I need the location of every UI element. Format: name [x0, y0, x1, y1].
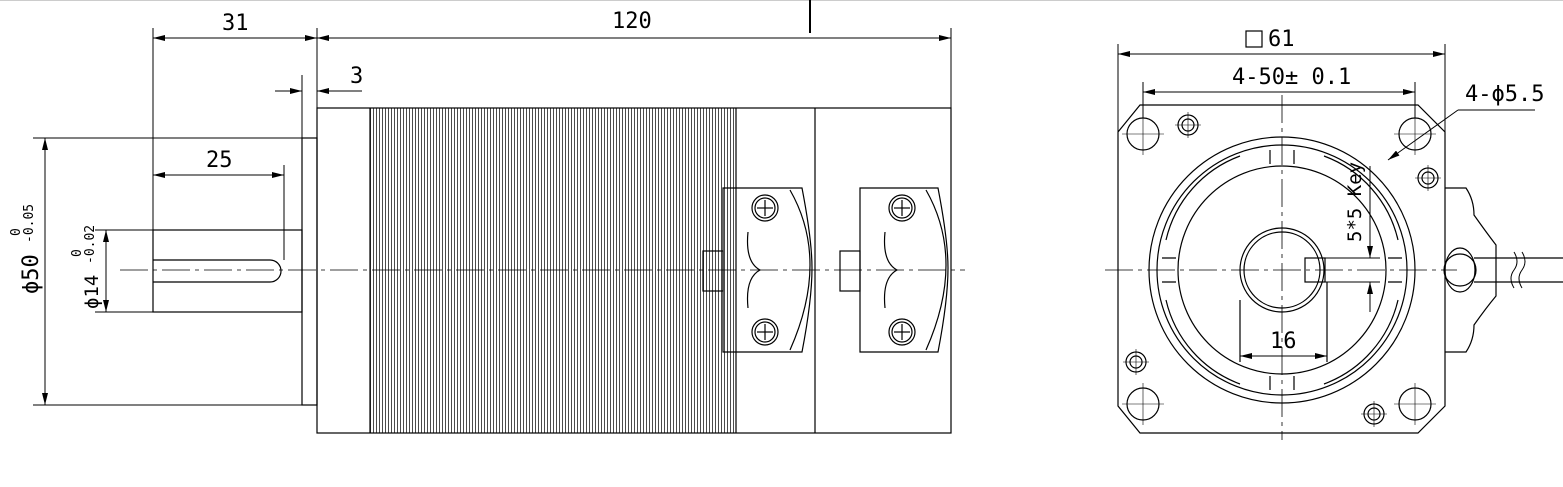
dim-25-label: 25: [206, 148, 233, 173]
dim-key-label: 5*5 Key: [1344, 162, 1366, 242]
screw-icon: [1123, 349, 1149, 375]
key: [1304, 257, 1326, 283]
cable-gland: [1445, 187, 1497, 353]
dim-bolt-spacing-label: 4-50± 0.1: [1232, 65, 1351, 90]
shaft-keyway: [153, 259, 282, 283]
dim-31-label: 31: [222, 11, 249, 36]
dim-phi14-label: ϕ14: [81, 275, 103, 309]
terminal-block-2: [839, 187, 949, 353]
screw-icon: [888, 318, 916, 346]
screw-icon: [751, 194, 779, 222]
front-view-dimensions: [1117, 44, 1535, 359]
side-view: [120, 107, 965, 434]
dim-phi14-tol-lower: -0.02: [83, 225, 98, 264]
screw-icon: [888, 194, 916, 222]
mount-hole-icon: [1394, 383, 1436, 425]
front-view-labels: 61 4-50± 0.1 4-ϕ5.5 5*5 Key 16: [1232, 27, 1544, 354]
screw-icon: [1361, 401, 1387, 427]
shaft: [152, 229, 303, 313]
shaft-face: [1239, 227, 1325, 313]
dim-phi50-tol-upper: 0: [9, 228, 24, 236]
mount-hole-icon: [1122, 383, 1164, 425]
screw-icon: [1415, 165, 1441, 191]
side-view-labels: 31 120 3 25 ϕ50 0 -0.05 ϕ14 0 -0.02: [9, 9, 652, 309]
front-view: [1105, 95, 1563, 440]
dim-61-label: 61: [1268, 27, 1295, 52]
dim-3-label: 3: [350, 64, 363, 89]
screw-icon: [1175, 112, 1201, 138]
dim-phi14-tol-upper: 0: [70, 249, 85, 257]
pilot-flange: [301, 137, 318, 406]
terminal-block-1: [702, 187, 813, 353]
cooling-fins: [370, 108, 736, 433]
dim-120-label: 120: [612, 9, 652, 34]
dim-16-label: 16: [1270, 329, 1297, 354]
square-symbol-icon: [1245, 30, 1263, 48]
dim-phi50-label: ϕ50: [19, 254, 44, 294]
flange-square: [1117, 104, 1446, 434]
dim-mount-holes-label: 4-ϕ5.5: [1465, 82, 1544, 107]
screw-icon: [751, 318, 779, 346]
dim-phi50-tol-lower: -0.05: [22, 204, 37, 243]
mount-hole-icon: [1394, 113, 1436, 155]
side-view-dimensions: [33, 0, 952, 406]
